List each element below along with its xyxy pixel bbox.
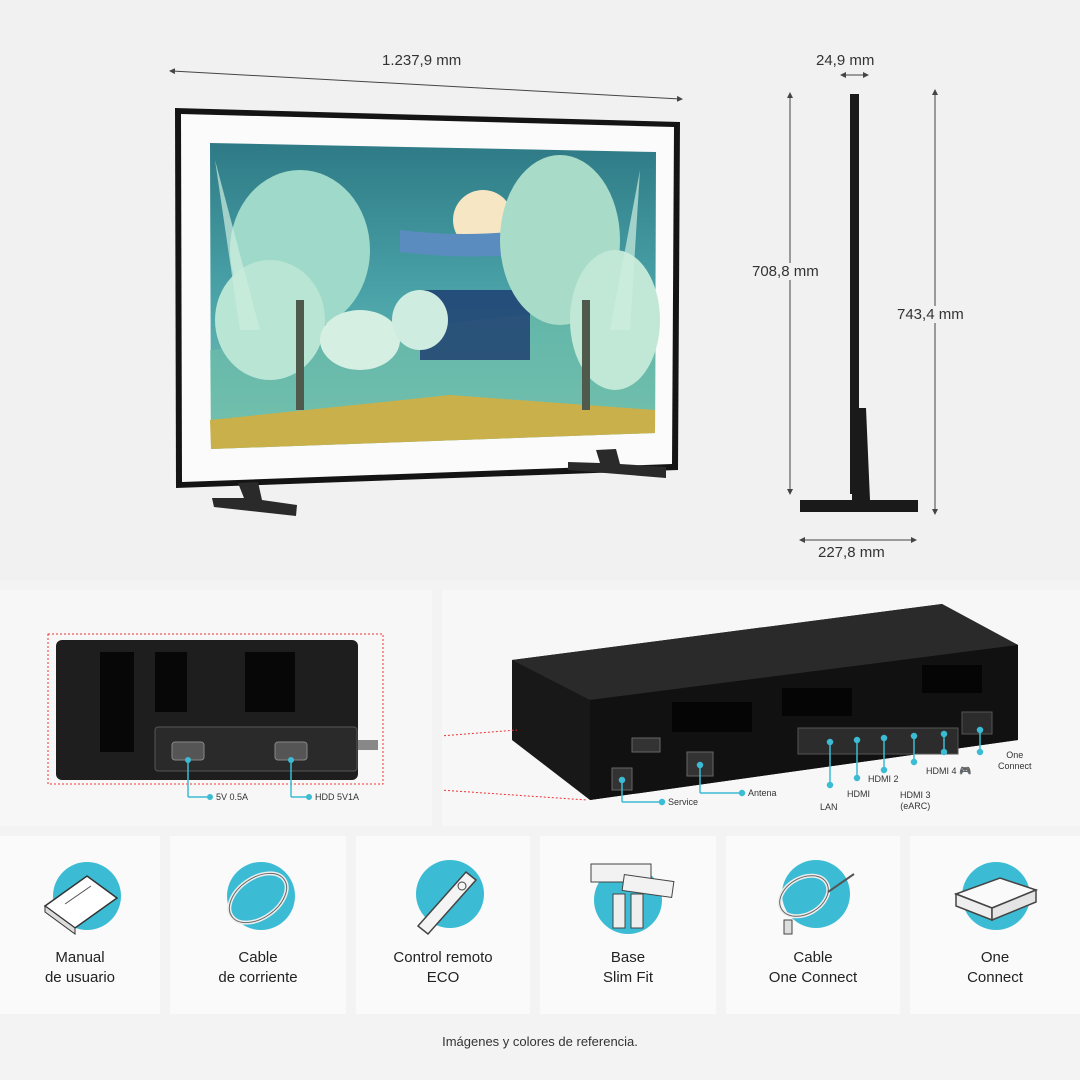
port-label-hdd: HDD 5V1A	[315, 792, 360, 802]
one-connect-box-icon	[953, 862, 1039, 930]
tv-side	[800, 94, 918, 512]
one-connect-panel: Service Antena LAN HDMI HDMI 2 HDMI 3 (e…	[442, 590, 1080, 826]
tv-dimensions-illustration	[169, 68, 938, 543]
remote-icon	[416, 860, 484, 936]
one-connect-illustration	[442, 604, 1018, 806]
width-dimension: 1.237,9 mm	[378, 52, 466, 69]
accessory-card-power-cable: Cable de corriente	[170, 836, 346, 1014]
connection-box-illustration	[47, 633, 384, 800]
port-label-hdmi4: HDMI 4 🎮	[926, 766, 972, 777]
accessory-card-wall-mount: Base Slim Fit	[540, 836, 716, 1014]
accessory-card-one-connect-box: One Connect	[910, 836, 1080, 1014]
accessory-card-manual: Manual de usuario	[0, 836, 160, 1014]
footnote: Imágenes y colores de referencia.	[442, 1034, 638, 1049]
tv-front	[175, 108, 680, 516]
screen-height-dimension: 708,8 mm	[748, 263, 823, 280]
port-label-lan: LAN	[820, 802, 838, 812]
gamepad-icon: 🎮	[959, 766, 972, 777]
stand-depth-dimension: 227,8 mm	[814, 544, 889, 561]
port-label-hdmi3: HDMI 3 (eARC)	[900, 790, 931, 811]
wall-mount-icon	[590, 863, 675, 934]
accessory-card-one-connect-cable: Cable One Connect	[726, 836, 900, 1014]
accessory-card-remote: Control remoto ECO	[356, 836, 530, 1014]
total-height-dimension: 743,4 mm	[893, 306, 968, 323]
manual-icon	[43, 862, 121, 935]
depth-panel-dimension: 24,9 mm	[812, 52, 879, 69]
port-label-hdmi: HDMI	[847, 789, 870, 799]
accessories-row: Manual de usuario Cable de corriente Con…	[0, 836, 1080, 1014]
connection-box-panel: 5V 0.5A HDD 5V1A	[0, 590, 432, 826]
power-cable-icon	[227, 862, 295, 930]
port-label-hdmi2: HDMI 2	[868, 774, 899, 784]
port-label-service: Service	[668, 797, 699, 807]
port-label-one-connect: One Connect	[998, 750, 1032, 771]
one-connect-cable-icon	[777, 860, 855, 935]
port-label-5v: 5V 0.5A	[216, 792, 249, 802]
port-label-antena: Antena	[748, 788, 777, 798]
dimensions-section: 1.237,9 mm 24,9 mm 708,8 mm 743,4 mm 227…	[169, 52, 968, 561]
